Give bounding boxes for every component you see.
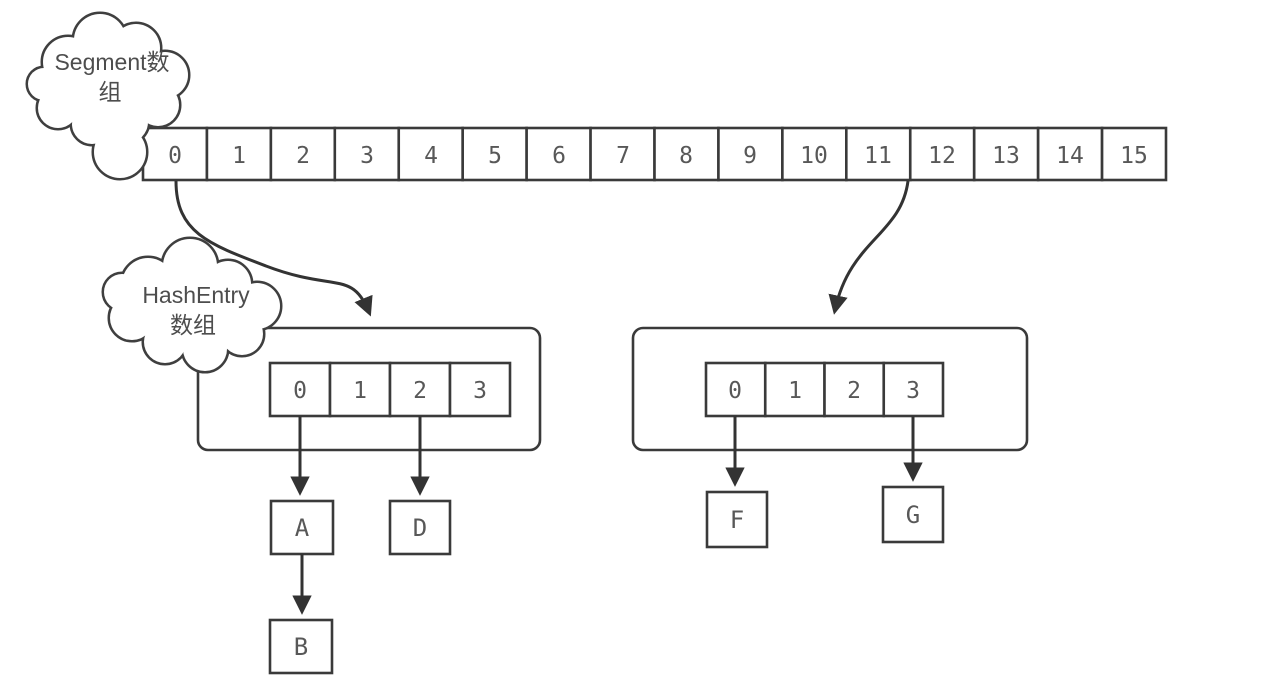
left-bucket-cell-3 — [448, 361, 512, 418]
segment-cell-6-label: 6 — [552, 143, 566, 169]
segment-cell-5-label: 5 — [488, 143, 502, 169]
segment-cell-2 — [269, 126, 337, 182]
right-bucket-cell-1-label: 1 — [788, 378, 802, 404]
right-bucket-cell-0-label: 0 — [728, 378, 742, 404]
node-a-label: A — [295, 514, 310, 542]
node-f-label: F — [730, 506, 744, 534]
node-b-box — [268, 618, 334, 675]
segment-cloud-fill — [28, 14, 188, 178]
node-d-box — [388, 499, 452, 556]
left-bucket-cell-2 — [388, 361, 452, 418]
segment-cloud-label-line1: Segment数 — [54, 49, 169, 75]
segment-cell-14-label: 14 — [1056, 143, 1084, 169]
node-f-box — [705, 490, 769, 549]
segment-cell-8 — [653, 126, 720, 182]
segment-cell-6 — [525, 126, 592, 182]
node-d-label: D — [413, 514, 427, 542]
segment-cell-11 — [845, 126, 912, 182]
right-hashentry-bucket: 0 1 2 3 F G — [631, 326, 1029, 549]
segment-cloud-label-line2: 组 — [99, 79, 122, 105]
left-hashentry-bucket: 0 1 2 3 A D B — [196, 326, 542, 675]
node-g-box — [881, 485, 945, 544]
hashentry-cloud-label-line1: HashEntry — [142, 282, 250, 308]
segment-cell-4 — [397, 126, 464, 182]
segment-cell-7 — [589, 126, 656, 182]
segment-cell-4-label: 4 — [424, 143, 438, 169]
right-bucket-cell-3-label: 3 — [906, 378, 920, 404]
left-bucket-cell-0-label: 0 — [293, 378, 307, 404]
segment-cell-15-label: 15 — [1120, 143, 1148, 169]
segment-cell-9-label: 9 — [743, 143, 757, 169]
arrow-segment11-to-right-bucket — [828, 180, 910, 315]
segment-cell-12 — [908, 126, 976, 182]
arrow-segment0-to-left-bucket — [174, 180, 373, 317]
right-bucket-cell-2-label: 2 — [847, 378, 861, 404]
segment-cell-15 — [1100, 126, 1168, 182]
node-b-label: B — [294, 633, 308, 661]
segment-cell-13-label: 13 — [992, 143, 1020, 169]
segment-cell-10-label: 10 — [800, 143, 828, 169]
left-bucket-cell-1-label: 1 — [353, 378, 367, 404]
segment-cell-8-label: 8 — [679, 143, 693, 169]
right-bucket-cell-2 — [823, 361, 886, 418]
segment-array-cloud: Segment数 组 — [25, 11, 191, 181]
left-bucket-cell-2-label: 2 — [413, 378, 427, 404]
hashentry-cloud: HashEntry 数组 — [101, 236, 283, 374]
segment-cell-12-label: 12 — [928, 143, 956, 169]
left-bucket-cell-3-label: 3 — [473, 378, 487, 404]
left-bucket-cell-0 — [268, 361, 332, 418]
segment-cell-3-label: 3 — [360, 143, 374, 169]
hashentry-cloud-label-line2: 数组 — [170, 312, 216, 338]
right-bucket-cell-1 — [763, 361, 826, 418]
segment-cell-7-label: 7 — [616, 143, 630, 169]
hashentry-cloud-fill — [104, 239, 280, 371]
node-a-box — [269, 499, 335, 556]
segment-cell-13 — [972, 126, 1040, 182]
node-g-label: G — [906, 501, 920, 529]
segment-cell-1-label: 1 — [232, 143, 246, 169]
segment-cell-11-label: 11 — [864, 143, 892, 169]
segment-cell-0-label: 0 — [168, 143, 182, 169]
segment-array: 0 1 2 3 4 5 6 7 8 9 10 11 12 13 14 15 — [141, 126, 1168, 182]
left-bucket-cell-1 — [328, 361, 392, 418]
segment-cell-2-label: 2 — [296, 143, 310, 169]
segment-cell-1 — [205, 126, 273, 182]
segment-cell-9 — [717, 126, 784, 182]
